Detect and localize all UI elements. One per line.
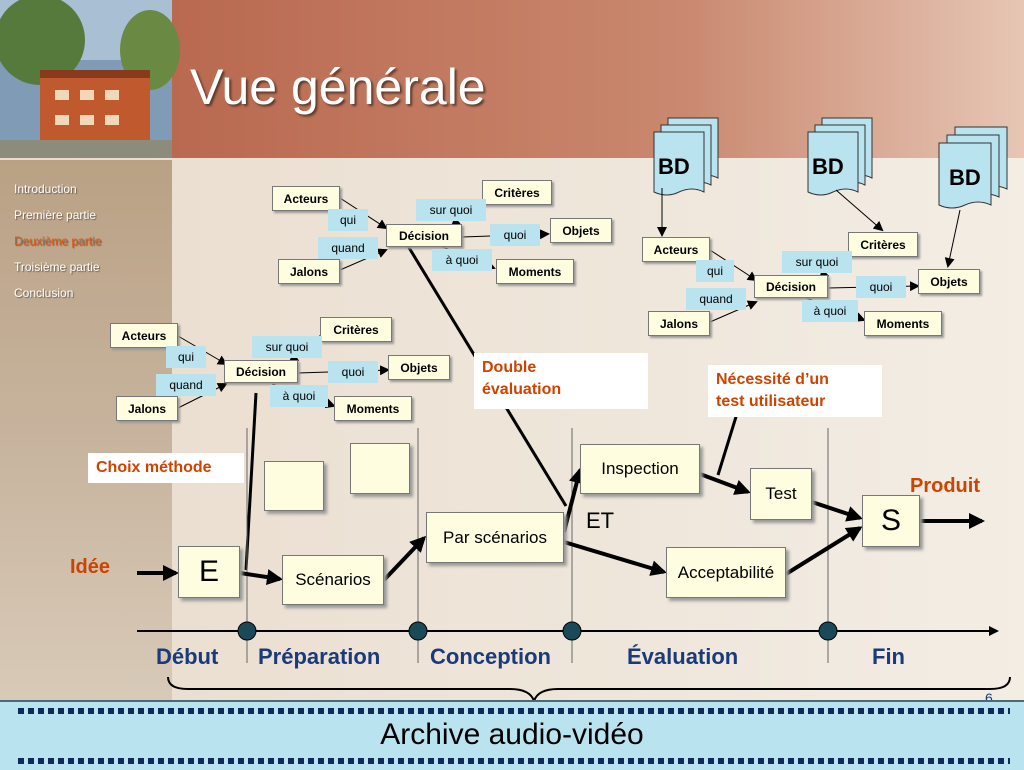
decision-box: Décision xyxy=(386,224,462,247)
phase-conception: Conception xyxy=(430,644,551,669)
a-quoi-label: à quoi xyxy=(432,249,492,271)
database-stack-3 xyxy=(938,126,1008,209)
brace xyxy=(167,676,1011,705)
objets-box: Objets xyxy=(550,218,612,243)
nav-item-deuxieme-partie[interactable]: Deuxième partie xyxy=(14,234,102,248)
film-strip-bottom xyxy=(18,758,1010,764)
film-strip-top xyxy=(18,708,1010,714)
jalons-box: Jalons xyxy=(278,259,340,284)
callout-line-2: évaluation xyxy=(482,381,562,398)
moments-box: Moments xyxy=(496,259,574,284)
par-scenarios-box: Par scénarios xyxy=(426,512,564,563)
callout-line-1: Nécessité d’un xyxy=(716,371,829,388)
sur-quoi-label: sur quoi xyxy=(416,199,486,221)
blank-square xyxy=(264,461,324,511)
nav-item-conclusion[interactable]: Conclusion xyxy=(14,286,74,300)
nav-item-premiere-partie[interactable]: Première partie xyxy=(14,208,97,222)
building-photo xyxy=(0,0,180,158)
criteres-box: Critères xyxy=(482,180,552,205)
a-quoi-label: à quoi xyxy=(802,300,858,322)
scenarios-box: Scénarios xyxy=(282,555,384,605)
qui-label: qui xyxy=(166,346,206,368)
quand-label: quand xyxy=(686,288,746,310)
callout-test-utilisateur: Nécessité d’un test utilisateur xyxy=(708,365,882,417)
a-quoi-label: à quoi xyxy=(270,385,328,407)
qui-label: qui xyxy=(696,260,734,282)
inspection-box: Inspection xyxy=(580,444,700,494)
moments-box: Moments xyxy=(334,396,412,421)
objets-box: Objets xyxy=(388,355,450,380)
blank-square xyxy=(350,443,410,494)
decision-box: Décision xyxy=(224,360,298,383)
quoi-label: quoi xyxy=(490,224,540,246)
acteurs-box: Acteurs xyxy=(272,186,340,211)
callout-line-1: Double xyxy=(482,359,537,376)
quand-label: quand xyxy=(156,374,216,396)
sur-quoi-label: sur quoi xyxy=(782,251,852,273)
criteres-box: Critères xyxy=(320,317,392,342)
produit-label: Produit xyxy=(910,475,980,497)
callout-choix-methode: Choix méthode xyxy=(88,453,244,483)
nav-item-introduction[interactable]: Introduction xyxy=(14,182,77,196)
sur-quoi-label: sur quoi xyxy=(252,336,322,358)
quand-label: quand xyxy=(318,237,378,259)
slide-nav: Introduction Première partie Deuxième pa… xyxy=(14,182,101,312)
decision-box: Décision xyxy=(754,275,828,298)
page-number: 6 xyxy=(985,690,993,706)
archive-label: Archive audio-vidéo xyxy=(380,718,644,751)
jalons-box: Jalons xyxy=(648,311,710,336)
quoi-label: quoi xyxy=(856,276,906,298)
acceptabilite-box: Acceptabilité xyxy=(666,547,786,598)
jalons-box: Jalons xyxy=(116,396,178,421)
callout-line-2: test utilisateur xyxy=(716,393,826,410)
entree-box: E xyxy=(178,546,240,598)
quoi-label: quoi xyxy=(328,361,378,383)
slide-title: Vue générale xyxy=(190,59,486,115)
sortie-box: S xyxy=(862,495,920,547)
acteurs-box: Acteurs xyxy=(642,237,710,262)
nav-item-troisieme-partie[interactable]: Troisième partie xyxy=(14,260,100,274)
criteres-box: Critères xyxy=(848,232,918,257)
moments-box: Moments xyxy=(864,311,942,336)
objets-box: Objets xyxy=(918,269,980,294)
database-label-3: BD xyxy=(949,165,981,190)
phase-preparation: Préparation xyxy=(258,644,381,669)
test-box: Test xyxy=(750,468,812,520)
phase-evaluation: Évaluation xyxy=(627,644,739,669)
idee-label: Idée xyxy=(70,556,111,578)
acteurs-box: Acteurs xyxy=(110,323,178,348)
archive-band: Archive audio-vidéo xyxy=(0,700,1024,770)
phase-debut: Début xyxy=(156,644,219,669)
database-stack-2 xyxy=(807,117,873,196)
qui-label: qui xyxy=(328,209,368,231)
database-stack-1 xyxy=(653,117,719,196)
et-label: ET xyxy=(586,508,615,533)
phase-fin: Fin xyxy=(872,644,905,669)
database-label-1: BD xyxy=(658,154,690,179)
callout-double-evaluation: Double évaluation xyxy=(474,353,648,409)
database-label-2: BD xyxy=(812,154,844,179)
